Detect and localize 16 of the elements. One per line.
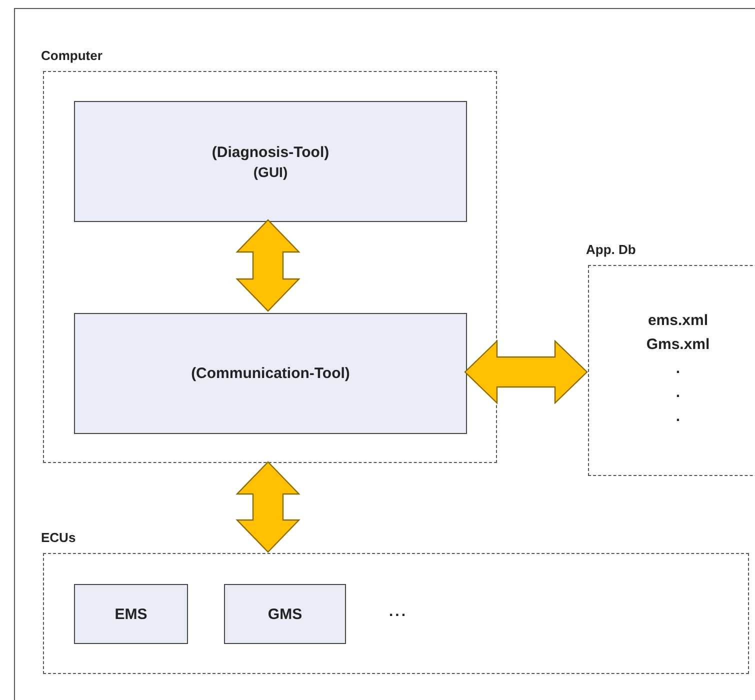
process-box: (Communication-Tool) (74, 313, 467, 434)
file-name: . (676, 359, 680, 379)
file-name: ems.xml (648, 311, 708, 331)
group-heading: ECUs (41, 530, 76, 545)
file-name: . (676, 383, 680, 403)
ellipsis-text: ... (389, 603, 408, 620)
file-name: . (676, 407, 680, 427)
group-heading: Computer (41, 48, 102, 63)
process-box: GMS (224, 584, 346, 644)
process-box: EMS (74, 584, 188, 644)
double-arrow (236, 461, 300, 553)
file-name: Gms.xml (646, 335, 710, 355)
group-heading: App. Db (586, 242, 636, 257)
process-box: (Diagnosis-Tool) (GUI) (74, 101, 467, 222)
double-arrow (464, 340, 588, 404)
double-arrow (236, 219, 300, 312)
